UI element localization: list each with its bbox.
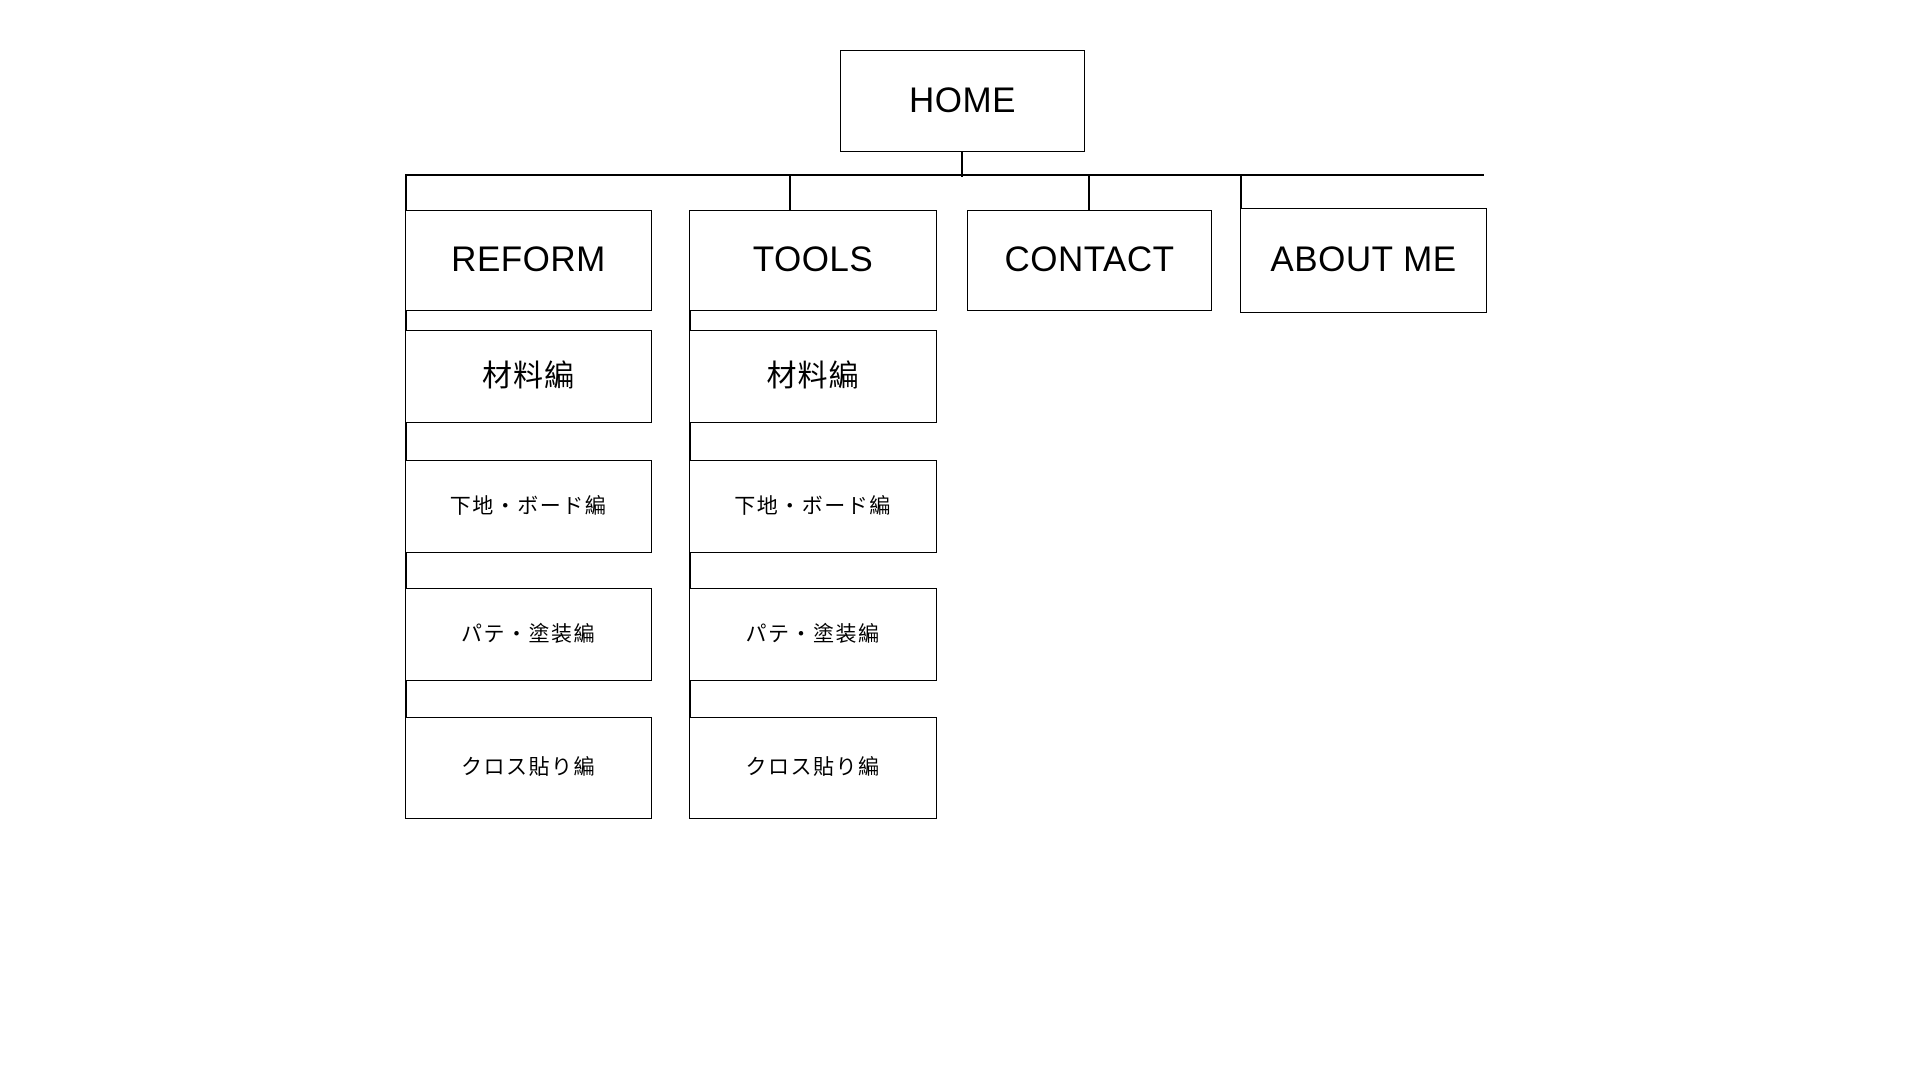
node-tools-child-0-label: 材料編 bbox=[766, 360, 860, 393]
connector-bus-to-tools bbox=[789, 174, 791, 212]
node-home-label: HOME bbox=[909, 80, 1016, 120]
node-reform-child-3-label: クロス貼り編 bbox=[461, 756, 596, 780]
connector-tools-spine bbox=[689, 311, 692, 819]
connector-reform-spine bbox=[405, 311, 408, 819]
node-tools-child-2[interactable]: パテ・塗装編 bbox=[689, 588, 937, 681]
node-contact-label: CONTACT bbox=[1004, 240, 1175, 280]
node-about-me-label: ABOUT ME bbox=[1270, 240, 1457, 280]
node-reform-child-2[interactable]: パテ・塗装編 bbox=[405, 588, 652, 681]
node-tools-child-3-label: クロス貼り編 bbox=[745, 756, 881, 780]
connector-bus-to-contact bbox=[1088, 174, 1090, 212]
node-reform[interactable]: REFORM bbox=[405, 210, 652, 311]
connector-bus-to-about-me bbox=[1240, 174, 1242, 212]
node-tools-child-2-label: パテ・塗装編 bbox=[745, 622, 881, 646]
node-reform-child-0[interactable]: 材料編 bbox=[405, 330, 652, 423]
node-about-me[interactable]: ABOUT ME bbox=[1240, 208, 1487, 313]
node-contact[interactable]: CONTACT bbox=[967, 210, 1212, 311]
node-reform-child-1-label: 下地・ボード編 bbox=[449, 494, 608, 518]
node-reform-child-3[interactable]: クロス貼り編 bbox=[405, 717, 652, 819]
node-reform-child-1[interactable]: 下地・ボード編 bbox=[405, 460, 652, 553]
node-tools-child-3[interactable]: クロス貼り編 bbox=[689, 717, 937, 819]
node-tools-child-1[interactable]: 下地・ボード編 bbox=[689, 460, 937, 553]
connector-home-to-bus bbox=[961, 152, 963, 177]
node-reform-child-0-label: 材料編 bbox=[482, 360, 575, 393]
node-reform-child-2-label: パテ・塗装編 bbox=[461, 622, 596, 646]
node-reform-label: REFORM bbox=[451, 240, 606, 280]
node-home[interactable]: HOME bbox=[840, 50, 1085, 152]
node-tools-child-0[interactable]: 材料編 bbox=[689, 330, 937, 423]
node-tools-child-1-label: 下地・ボード編 bbox=[734, 494, 892, 518]
connector-bus-horizontal bbox=[405, 174, 1484, 177]
node-tools[interactable]: TOOLS bbox=[689, 210, 937, 311]
node-tools-label: TOOLS bbox=[752, 240, 874, 280]
connector-bus-to-reform bbox=[405, 174, 407, 212]
